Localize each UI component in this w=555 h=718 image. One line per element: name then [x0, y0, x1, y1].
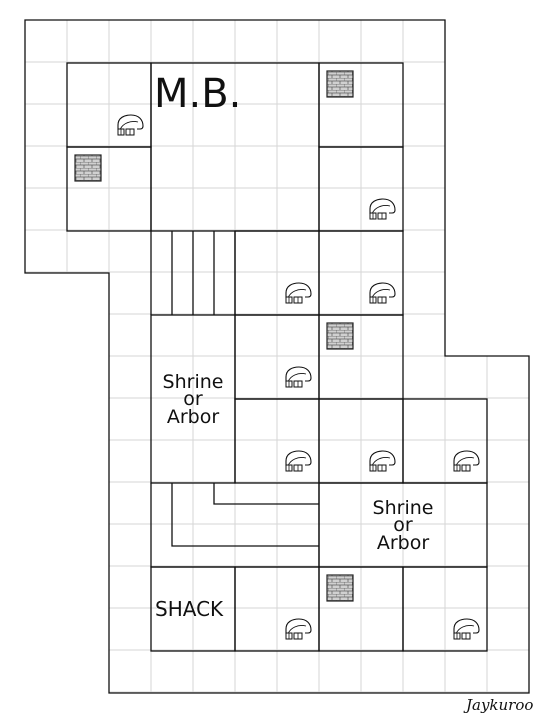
- room-bed-h: [402, 566, 488, 652]
- shrine-upper-label: Shrine or Arbor: [163, 371, 224, 428]
- storage-icons: [74, 70, 354, 602]
- master-bedroom-label: M.B.: [154, 71, 241, 117]
- brick-storage-icon: [326, 70, 354, 98]
- bed-icon: [369, 450, 396, 472]
- rooms: [66, 62, 488, 652]
- brick-storage-icon: [326, 574, 354, 602]
- bed-icon: [453, 618, 480, 640]
- corridor-walls: [150, 483, 320, 568]
- outer-wall: [24, 19, 530, 694]
- bed-icon: [117, 114, 144, 136]
- bed-icon: [453, 450, 480, 472]
- stairs: [150, 231, 236, 315]
- shack-label: SHACK: [155, 597, 224, 621]
- shrine-upper-label-line3: Arbor: [167, 406, 219, 428]
- bed-icon: [285, 450, 312, 472]
- bed-icon: [285, 618, 312, 640]
- shrine-lower-label-line3: Arbor: [377, 532, 429, 554]
- artist-signature: Jaykuroo: [463, 696, 533, 714]
- brick-storage-icon: [74, 154, 102, 182]
- shrine-upper-label-line2: or: [183, 388, 203, 410]
- bed-icon: [369, 198, 396, 220]
- bed-icon: [369, 282, 396, 304]
- shrine-upper-label-line1: Shrine: [163, 371, 224, 393]
- brick-storage-icon: [326, 322, 354, 350]
- shrine-lower-label-line1: Shrine: [373, 497, 434, 519]
- shrine-lower-label: Shrine or Arbor: [373, 497, 434, 554]
- shrine-lower-label-line2: or: [393, 514, 413, 536]
- bed-icon: [285, 282, 312, 304]
- bed-icon: [285, 366, 312, 388]
